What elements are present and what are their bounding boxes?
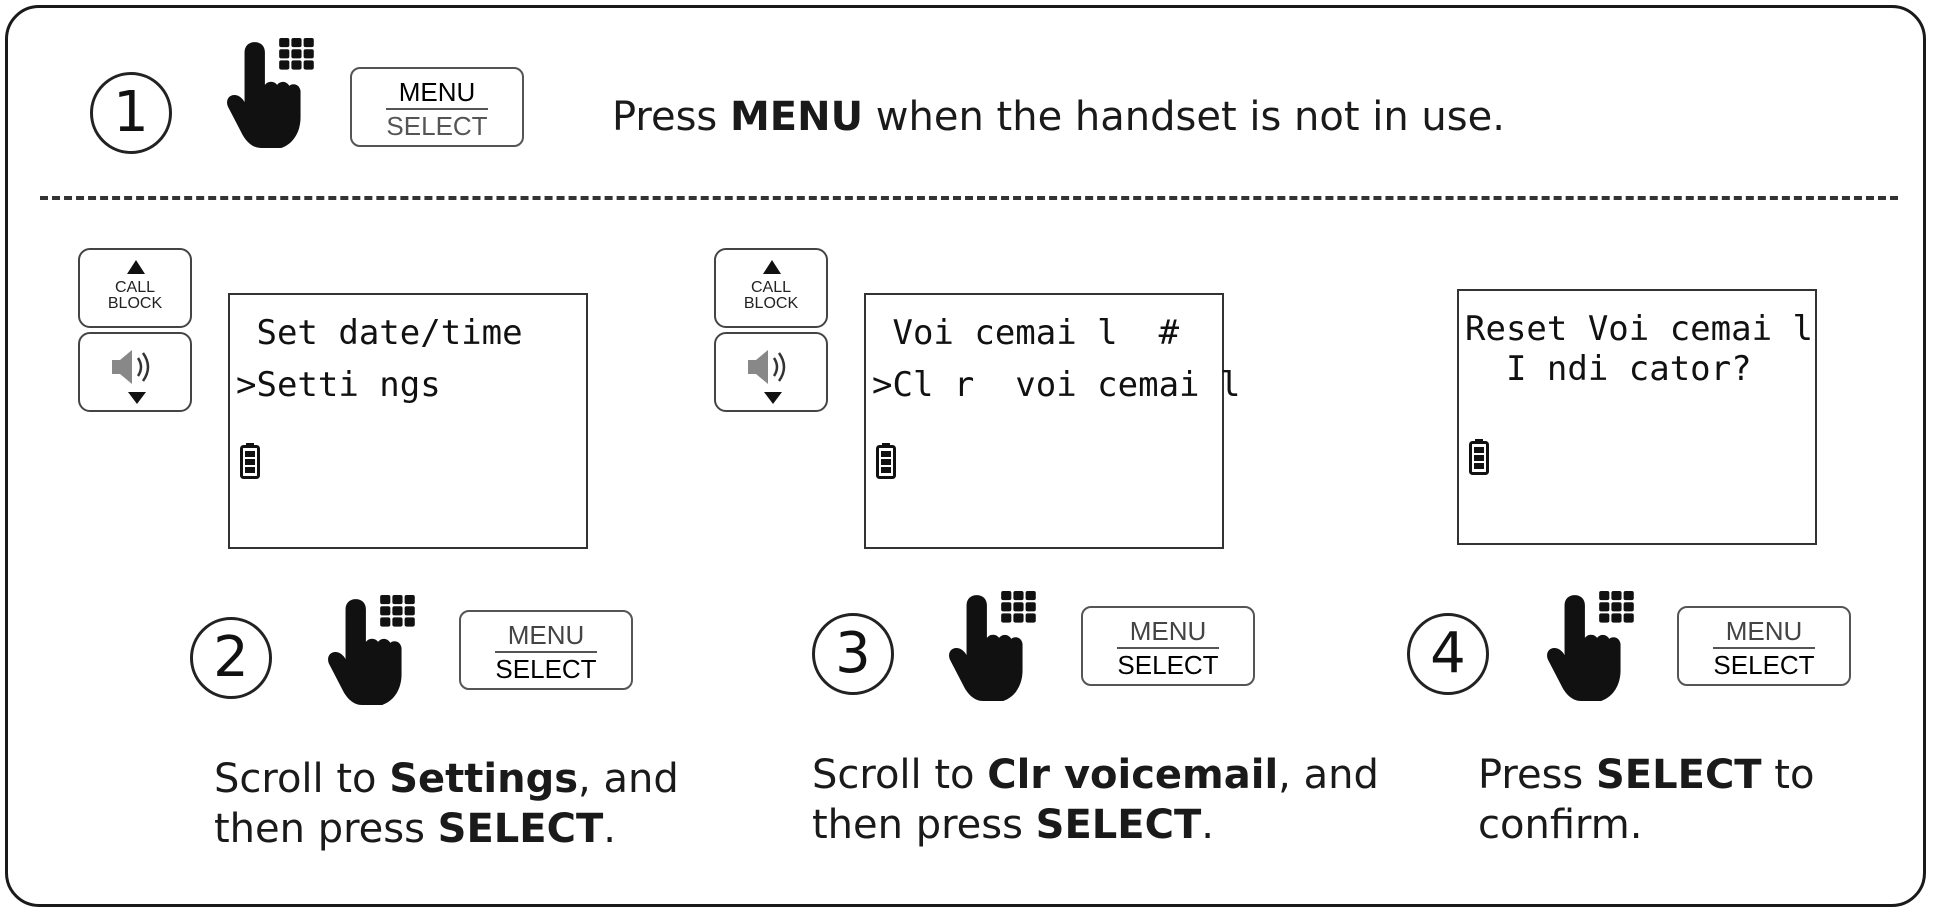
volume-down-key[interactable] (78, 332, 192, 412)
pointing-hand-icon (224, 38, 316, 150)
step-4-instruction: Press SELECT to confirm. (1478, 750, 1814, 850)
instruction-text: when the handset is not in use. (863, 94, 1505, 140)
step-1-number: 1 (90, 72, 172, 154)
screen-line-1: Set date/time (236, 313, 523, 353)
step-3-number: 3 (812, 613, 894, 695)
instruction-panel (5, 5, 1926, 907)
instruction-text: to (1761, 752, 1815, 798)
instruction-bold: SELECT (1596, 752, 1762, 798)
menu-label: MENU (398, 77, 476, 107)
instruction-text: Press (612, 94, 730, 140)
instruction-text: . (603, 806, 616, 852)
step-2-instruction: Scroll to Settings, and then press SELEC… (214, 754, 679, 854)
screen-line-2: >Cl r voi cemai l (872, 365, 1241, 405)
step-1-instruction: Press MENU when the handset is not in us… (612, 92, 1505, 142)
button-divider (495, 651, 597, 653)
handset-screen-1: Set date/time >Setti ngs (228, 293, 588, 549)
menu-select-button[interactable]: MENU SELECT (1677, 606, 1851, 686)
block-label: BLOCK (107, 295, 163, 312)
menu-label: MENU (1725, 616, 1803, 646)
instruction-line-2: then press SELECT. (812, 800, 1379, 850)
screen-line-1: Voi cemai l # (872, 313, 1180, 353)
step-4-number: 4 (1407, 613, 1489, 695)
block-label: BLOCK (743, 295, 799, 312)
instruction-line-1: Press SELECT to (1478, 750, 1814, 800)
instruction-text: Scroll to (214, 756, 390, 802)
battery-icon (240, 443, 260, 479)
instruction-line-1: Scroll to Clr voicemail, and (812, 750, 1379, 800)
instruction-bold: MENU (730, 94, 864, 140)
instruction-text: , and (1278, 752, 1379, 798)
menu-select-button[interactable]: MENU SELECT (350, 67, 524, 147)
up-arrow-icon (763, 260, 781, 274)
pointing-hand-icon (1544, 591, 1636, 703)
step-2-number: 2 (190, 617, 272, 699)
speaker-down-icon (748, 350, 786, 404)
button-divider (1117, 647, 1219, 649)
handset-screen-2: Voi cemai l # >Cl r voi cemai l (864, 293, 1240, 549)
up-arrow-icon (127, 260, 145, 274)
dashed-divider (40, 196, 1898, 200)
instruction-text: confirm. (1478, 802, 1643, 848)
instruction-text: then press (214, 806, 438, 852)
instruction-bold: Clr voicemail (987, 752, 1279, 798)
screen-line-2: I ndi cator? (1465, 349, 1752, 389)
menu-select-button[interactable]: MENU SELECT (1081, 606, 1255, 686)
menu-select-button[interactable]: MENU SELECT (459, 610, 633, 690)
menu-label: MENU (507, 620, 585, 650)
select-label: SELECT (1117, 650, 1219, 680)
handset-screen-3: Reset Voi cemai l I ndi cator? (1457, 289, 1817, 545)
select-label: SELECT (495, 654, 597, 684)
instruction-line-2: confirm. (1478, 800, 1814, 850)
pointing-hand-icon (325, 595, 417, 707)
step-3-instruction: Scroll to Clr voicemail, and then press … (812, 750, 1379, 850)
instruction-line-1: Scroll to Settings, and (214, 754, 679, 804)
instruction-line-2: then press SELECT. (214, 804, 679, 854)
menu-label: MENU (1129, 616, 1207, 646)
instruction-text: . (1201, 802, 1214, 848)
speaker-down-icon (112, 350, 150, 404)
battery-icon (1469, 439, 1489, 475)
battery-icon (876, 443, 896, 479)
instruction-text: then press (812, 802, 1036, 848)
volume-down-key[interactable] (714, 332, 828, 412)
call-label: CALL (114, 279, 156, 296)
call-label: CALL (750, 279, 792, 296)
pointing-hand-icon (946, 591, 1038, 703)
instruction-bold: Settings (389, 756, 579, 802)
screen-line-1: Reset Voi cemai l (1465, 309, 1813, 349)
instruction-bold: SELECT (437, 806, 604, 852)
instruction-text: Scroll to (812, 752, 988, 798)
select-label: SELECT (386, 111, 488, 141)
button-divider (1713, 647, 1815, 649)
instruction-text: , and (578, 756, 679, 802)
button-divider (386, 108, 488, 110)
instruction-bold: SELECT (1035, 802, 1202, 848)
instruction-text: Press (1478, 752, 1596, 798)
screen-line-2: >Setti ngs (236, 365, 441, 405)
select-label: SELECT (1713, 650, 1815, 680)
